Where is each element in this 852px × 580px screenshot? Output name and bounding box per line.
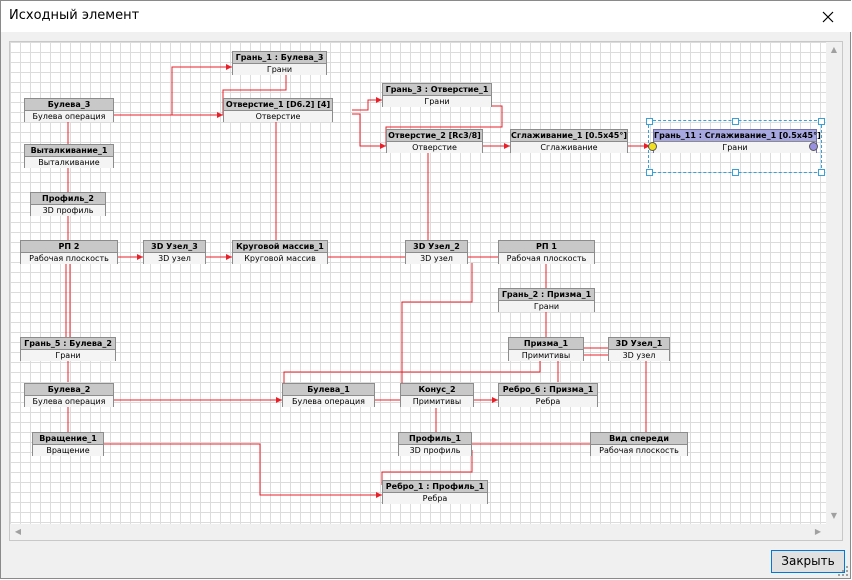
graph-node[interactable]: Отверстие_1 [D6.2] [4]Отверстие [223,98,333,122]
resize-handle[interactable] [646,169,653,176]
scroll-up-icon[interactable]: ▲ [830,45,838,54]
link-node2-cone [401,263,473,400]
output-port[interactable] [809,142,818,151]
close-button[interactable]: Закрыть [771,550,845,573]
graph-node[interactable]: Отверстие_2 [Rc3/8]Отверстие [386,129,483,153]
link-bool3-face1 [171,66,232,115]
link-hole1-hole2 [352,113,386,147]
link-rot-rib1 [104,443,382,496]
scroll-left-icon[interactable]: ◀ [14,527,22,536]
selection-box [648,120,822,173]
vertical-scrollbar[interactable]: ▲ ▼ [826,42,842,524]
scroll-right-icon[interactable]: ▶ [814,527,822,536]
close-icon [822,11,834,22]
title-bar: Исходный элемент [1,1,851,32]
resize-handle[interactable] [646,118,653,125]
selected-graph-node[interactable]: Грань_11 : Сглаживание_1 [0.5x45°]Грани [653,129,821,153]
scroll-down-icon[interactable]: ▼ [830,511,838,520]
graph-node[interactable]: Сглаживание_1 [0.5x45°]Сглаживание [510,129,628,153]
close-window-button[interactable] [805,1,851,32]
resize-handle[interactable] [818,118,825,125]
resize-handle[interactable] [732,169,739,176]
resize-handle[interactable] [818,169,825,176]
horizontal-scrollbar[interactable]: ◀ ▶ [10,524,826,540]
link-hole1-face3 [352,99,382,111]
window-title: Исходный элемент [9,8,140,23]
input-port[interactable] [648,142,657,151]
resize-handle[interactable] [732,118,739,125]
scroll-corner [826,524,842,540]
resize-grip-icon[interactable] [838,566,848,576]
link-prof1-rib1 [381,450,473,485]
arrowhead [217,112,223,118]
